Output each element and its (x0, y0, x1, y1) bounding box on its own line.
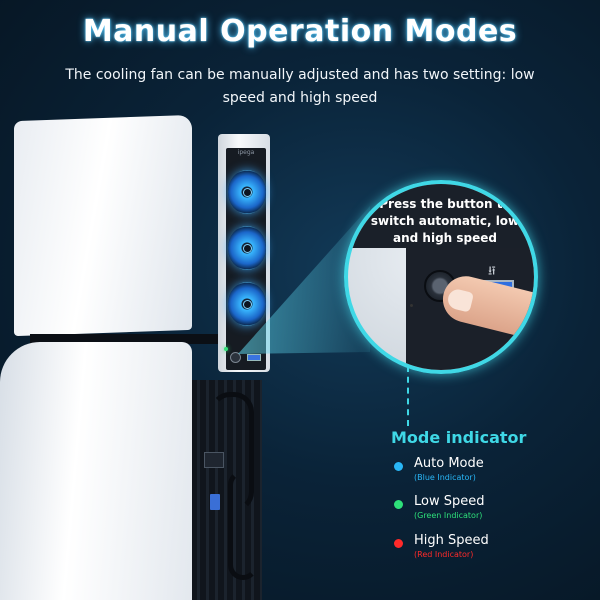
zoom-callout: Press the button to switch automatic, lo… (344, 180, 538, 374)
mode-indicator-title: Mode indicator (391, 428, 527, 447)
callout-text: Press the button to switch automatic, lo… (370, 197, 520, 245)
mode-indicator-label: (Blue Indicator) (414, 473, 476, 482)
brand-label: ipega (237, 149, 255, 156)
page-subtitle: The cooling fan can be manually adjusted… (65, 67, 535, 106)
mode-indicator-label: (Green Indicator) (414, 511, 483, 520)
dashed-connector (407, 366, 409, 426)
mode-name: Auto Mode (414, 456, 484, 471)
cable (228, 470, 258, 580)
console-gap (30, 334, 220, 344)
ethernet-port (204, 452, 224, 468)
mode-name: High Speed (414, 533, 489, 548)
fan-icon (228, 170, 266, 214)
cable (210, 392, 254, 512)
red-indicator-icon (394, 539, 403, 548)
console-upper-shell (14, 114, 192, 337)
fan-icon (228, 282, 266, 326)
console-lower-shell (0, 342, 192, 600)
mode-button[interactable] (230, 352, 241, 363)
green-indicator-icon (394, 500, 403, 509)
usb-port (247, 354, 261, 361)
fan-icon (228, 226, 266, 270)
usb-icon: ⭿ (488, 264, 496, 278)
zoomed-led (410, 304, 413, 307)
status-led (224, 347, 228, 351)
blue-indicator-icon (394, 462, 403, 471)
mode-name: Low Speed (414, 494, 485, 509)
mode-indicator-label: (Red Indicator) (414, 550, 474, 559)
page-title: Manual Operation Modes (82, 14, 518, 49)
